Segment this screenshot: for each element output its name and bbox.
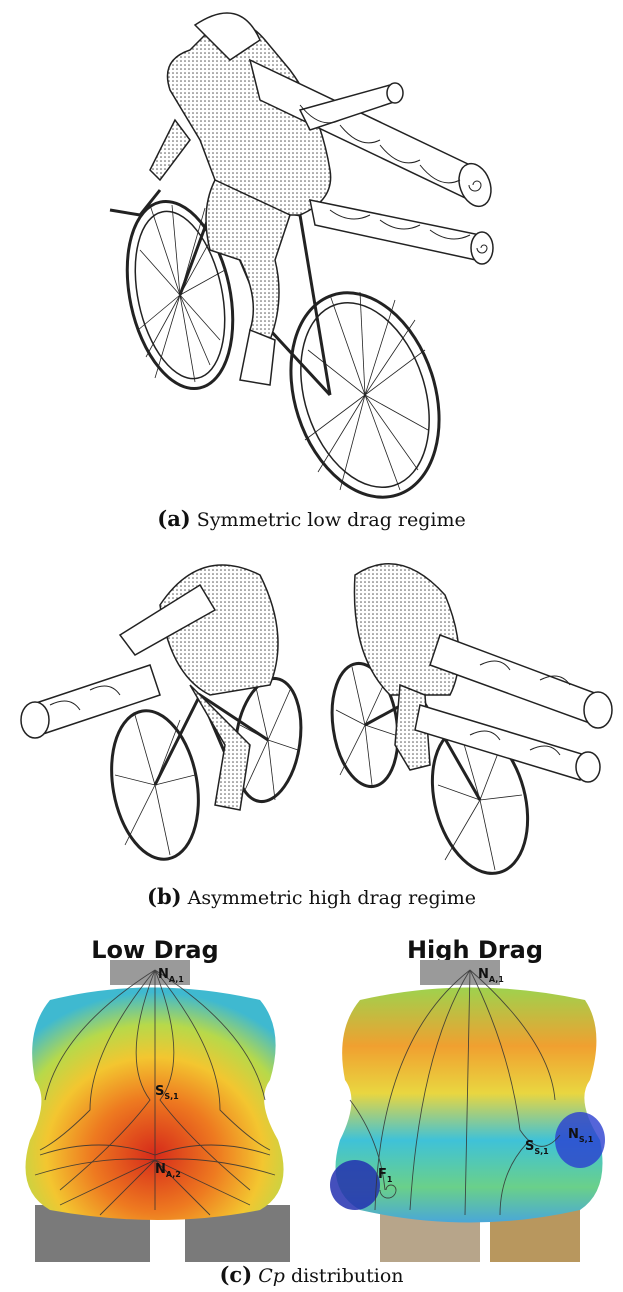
panel-c-caption: (c) Cp distribution: [0, 1262, 623, 1287]
rear-wheel: [266, 274, 464, 500]
panel-c-label: (c): [219, 1262, 252, 1287]
left-cyclist: [21, 565, 308, 866]
panel-b-caption-text: Asymmetric high drag regime: [188, 887, 476, 909]
right-cyclist: [325, 564, 612, 880]
panel-a-label: (a): [157, 506, 190, 531]
panel-a-caption-text: Symmetric low drag regime: [197, 509, 466, 531]
panel-b-illustration: [0, 545, 623, 880]
panel-c-caption-text: distribution: [291, 1265, 404, 1287]
panel-b-caption: (b) Asymmetric high drag regime: [0, 884, 623, 909]
panel-b-label: (b): [147, 884, 182, 909]
panel-a-illustration: [0, 0, 623, 500]
panel-c-maps: NA,1 SS,1 NA,2 NA,1 NS,1 SS,1 F1: [0, 960, 623, 1262]
panel-c-caption-var: Cp: [258, 1265, 285, 1287]
panel-a-caption: (a) Symmetric low drag regime: [0, 506, 623, 531]
high-drag-back: [330, 970, 605, 1223]
